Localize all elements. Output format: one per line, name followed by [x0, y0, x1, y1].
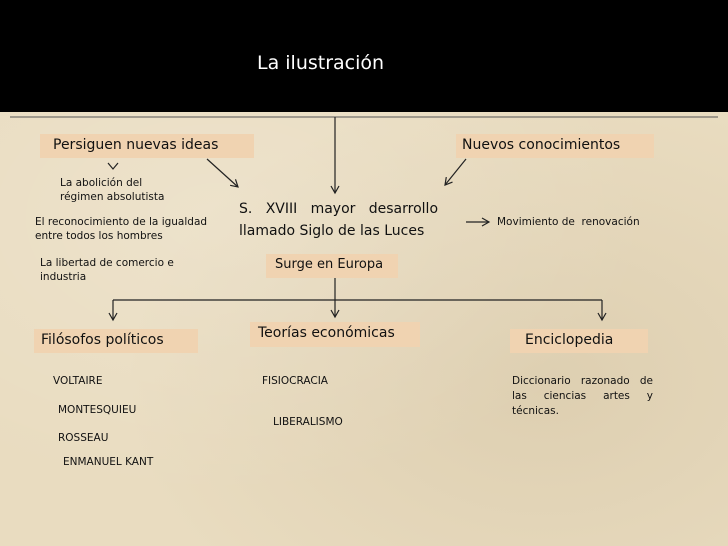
central-line1: S. XVIII mayor desarrollo	[239, 201, 439, 217]
libertad-text: La libertad de comercio e industria	[40, 256, 174, 284]
igualdad-line1: El reconocimiento de la igualdad	[35, 216, 208, 228]
surge-label: Surge en Europa	[275, 257, 384, 272]
abolicion-line2: régimen absolutista	[60, 191, 165, 203]
filosofo-item: VOLTAIRE	[53, 375, 103, 387]
igualdad-text: El reconocimiento de la igualdad entre t…	[35, 215, 207, 243]
teoria-item: FISIOCRACIA	[262, 375, 328, 387]
abolicion-line1: La abolición del	[60, 177, 143, 189]
teorias-box: Teorías económicas	[250, 322, 420, 347]
filosofo-item: ROSSEAU	[58, 432, 109, 444]
filosofo-item: MONTESQUIEU	[58, 404, 137, 416]
enciclopedia-box: Enciclopedia	[510, 329, 648, 353]
central-text: S. XVIII mayor desarrollo llamado Siglo …	[239, 198, 449, 242]
renovacion-text: Movimiento de renovación	[497, 216, 640, 228]
filosofos-label: Filósofos políticos	[41, 332, 164, 348]
nuevos-box: Nuevos conocimientos	[456, 134, 654, 158]
filosofos-box: Filósofos políticos	[34, 329, 198, 353]
title-banner: La ilustración	[0, 0, 728, 112]
enciclopedia-label: Enciclopedia	[525, 332, 614, 348]
igualdad-line2: entre todos los hombres	[35, 230, 163, 242]
nuevos-label: Nuevos conocimientos	[462, 137, 621, 153]
chevron-icon	[107, 162, 119, 170]
filosofo-item: ENMANUEL KANT	[63, 456, 154, 468]
enciclopedia-line3: técnicas.	[512, 405, 559, 417]
persiguen-label: Persiguen nuevas ideas	[53, 137, 219, 153]
libertad-line1: La libertad de comercio e	[40, 257, 174, 269]
teorias-label: Teorías económicas	[258, 325, 395, 341]
arrow-right-box	[444, 158, 467, 186]
abolicion-text: La abolición del régimen absolutista	[60, 176, 164, 204]
arrow-left-box	[206, 158, 239, 188]
persiguen-box: Persiguen nuevas ideas	[40, 134, 254, 158]
enciclopedia-description: Diccionario razonado de las ciencias art…	[512, 374, 653, 419]
enciclopedia-line2: las ciencias artes y	[512, 390, 653, 402]
teoria-item: LIBERALISMO	[273, 416, 343, 428]
libertad-line2: industria	[40, 271, 87, 283]
central-line2: llamado Siglo de las Luces	[239, 223, 425, 239]
page-title: La ilustración	[257, 52, 385, 74]
surge-box: Surge en Europa	[266, 254, 398, 278]
enciclopedia-line1: Diccionario razonado de	[512, 375, 653, 387]
